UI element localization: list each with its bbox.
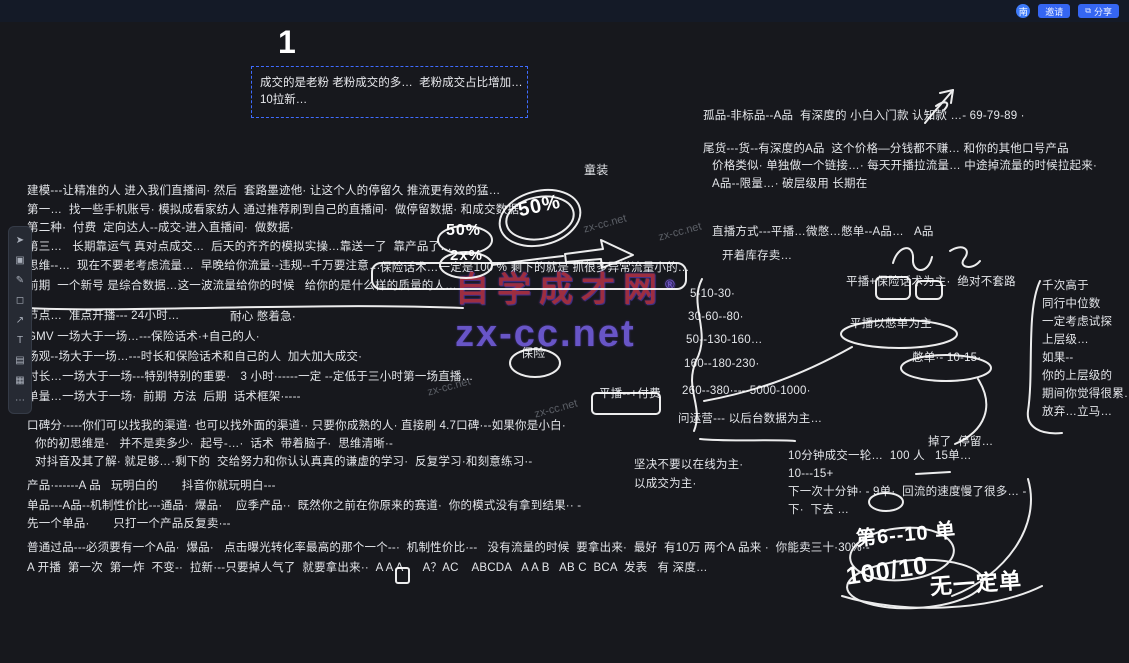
connector-tool[interactable]: ↗ xyxy=(15,314,25,326)
watermark-site: zx-cc.net xyxy=(455,313,636,355)
note-text[interactable]: 平播--+付费 xyxy=(599,388,661,400)
note-text[interactable]: 第二种· 付费 定向达人--成交-进入直播间· 做数据· xyxy=(27,222,294,234)
handwriting-text[interactable]: 50% xyxy=(446,222,482,239)
note-text[interactable]: A 开播 第一次 第一炸 不变-· 拉新·--只要掉人气了 就要拿出来·· A … xyxy=(27,562,708,574)
note-text[interactable]: 保险 xyxy=(521,346,546,360)
note-text[interactable]: 时长…一场大于一场---特别特别的重要· 3 小时·-----一定 --定低于三… xyxy=(27,371,474,383)
note-text[interactable]: 10分钟成交一轮… 100 人 15单… xyxy=(788,450,972,462)
note-text[interactable]: 千次高于 xyxy=(1042,280,1089,292)
site-watermark: 自学成才网® zx-cc.net xyxy=(455,262,675,356)
note-text[interactable]: 第一… 找一些手机账号· 模拟成看家纺人 通过推荐刷到自己的直播间· 做停留数据… xyxy=(27,204,524,216)
frame-tool[interactable]: ▣ xyxy=(15,254,25,266)
note-text[interactable]: 放弃…立马… xyxy=(1042,406,1113,418)
canvas[interactable]: 自学成才网® zx-cc.net 成交的是老粉 老粉成交的多… 老粉成交占比增加… xyxy=(0,22,1129,641)
note-text[interactable]: 场观--场大于一场…---时长和保险话术和自己的人 加大加大成交· xyxy=(27,351,363,363)
note-text[interactable]: 260--380·----5000-1000· xyxy=(682,385,811,397)
watermark-reg: ® xyxy=(665,276,675,292)
note-text[interactable]: 期间你觉得很累… xyxy=(1042,388,1129,400)
note-text[interactable]: 建模---让精准的人 进入我们直播间· 然后 套路墨迹他· 让这个人的停留久 推… xyxy=(27,185,501,197)
handwriting-text[interactable]: 无一定单 xyxy=(929,567,1023,600)
handwriting-text[interactable]: 第6--10 单 xyxy=(855,519,957,551)
note-text[interactable]: 50--130-160… xyxy=(686,334,763,346)
note-text[interactable]: 问运营--- 以后台数据为主… xyxy=(678,413,823,425)
share-icon: ⧉ xyxy=(1085,6,1091,15)
note-text[interactable]: 你的上层级的 xyxy=(1042,370,1113,382)
note-text[interactable]: 对抖音及其了解· 就足够…·剩下的 交给努力和你认认真真的谦虚的学习· 反复学习… xyxy=(35,456,533,468)
note-text[interactable]: 保险话术…一定是100 % 剩下的就是 抓很多异常流量小的… xyxy=(380,262,690,274)
small-watermark: zx-cc.net xyxy=(533,397,579,421)
small-watermark: zx-cc.net xyxy=(657,220,703,244)
selected-note-line: 10拉新… xyxy=(260,94,308,107)
note-text[interactable]: 孤品-非标品--A品 有深度的 小白入门款 认知款 …- 69-79-89 · xyxy=(703,110,1025,122)
share-button[interactable]: ⧉ 分享 xyxy=(1078,4,1119,18)
note-text[interactable]: 平播以憋单为主 xyxy=(850,318,932,330)
note-text[interactable]: 童装 xyxy=(584,163,609,177)
drawing-toolbar: ➤ ▣ ✎ ◻ ↗ T ▤ ▦ ⋯ xyxy=(8,226,32,414)
note-text[interactable]: 耐心 憋着急· xyxy=(230,311,296,323)
note-text[interactable]: 下一次十分钟· - 9单· 回流的速度慢了很多… - xyxy=(788,486,1027,498)
small-watermark: zx-cc.net xyxy=(582,212,628,236)
note-text[interactable]: 你的初思维是· 并不是卖多少· 起号-…· 话术 带着脑子· 思维清晰·- xyxy=(35,438,394,450)
note-text[interactable]: 上层级… xyxy=(1042,334,1089,346)
handwriting-text[interactable]: 100/10 xyxy=(844,551,930,591)
note-text[interactable]: 掉了 停留… xyxy=(928,436,994,448)
note-text[interactable]: 产品·------A 品 玩明白的 抖音你就玩明白--- xyxy=(27,480,276,492)
text-tool[interactable]: T xyxy=(16,334,24,346)
note-text[interactable]: 思维--… 现在不要老考虑流量… 早晚给你流量·-违规--千万要注意… xyxy=(27,260,381,272)
select-tool[interactable]: ➤ xyxy=(15,234,25,246)
selection-box[interactable]: 成交的是老粉 老粉成交的多… 老粉成交占比增加… 10拉新… xyxy=(251,66,528,118)
note-text[interactable]: 单量…一场大于一场· 前期 方法 后期 话术框架·---- xyxy=(27,391,301,403)
note-text[interactable]: 直播方式---平播…微憋…憋单--A品… A品 xyxy=(712,226,934,238)
shape-tool[interactable]: ◻ xyxy=(15,294,25,306)
share-label: 分享 xyxy=(1093,6,1112,17)
note-text[interactable]: 5-10-30· xyxy=(690,288,736,300)
invite-button[interactable]: 邀请 xyxy=(1038,4,1071,18)
note-text[interactable]: 10---15+ xyxy=(788,468,834,480)
note-text[interactable]: 平播+保险话术为主· 绝对不套路 xyxy=(846,276,1016,288)
handwriting-text[interactable]: 1 xyxy=(278,24,297,60)
note-text[interactable]: 口碑分·----你们可以找我的渠道· 也可以找外面的渠道·· 只要你成熟的人· … xyxy=(27,420,566,432)
invite-label: 邀请 xyxy=(1045,6,1064,17)
avatar[interactable]: 南 xyxy=(1016,4,1031,18)
watermark-title: 自学成才网 xyxy=(455,271,665,309)
note-text[interactable]: 坚决不要以在线为主· xyxy=(634,459,744,471)
more-tools[interactable]: ⋯ xyxy=(15,394,25,406)
note-text[interactable]: 第三… 长期靠运气 真对点成交… 后天的齐齐的模拟实操…靠送一了 靠产品了… xyxy=(27,241,452,253)
note-text[interactable]: 先一个单品· 只打一个产品反复卖·-- xyxy=(27,518,231,530)
note-text[interactable]: A品--限量…· 破层级用 长期在 xyxy=(712,178,868,190)
note-text[interactable]: 开着库存卖… xyxy=(722,250,793,262)
note-text[interactable]: 价格类似· 单独做一个链接…· 每天开播拉流量… 中途掉流量的时候拉起来· xyxy=(712,160,1097,172)
note-text[interactable]: 单品---A品--机制性价比---通品· 爆品· 应季产品·· 既然你之前在你原… xyxy=(27,500,582,512)
handwriting-text[interactable]: 50% xyxy=(516,190,563,222)
note-text[interactable]: 160--180-230· xyxy=(684,358,760,370)
note-text[interactable]: GMV 一场大于一场…---保险话术·+自己的人· xyxy=(27,331,260,343)
sticky-note-tool[interactable]: ▤ xyxy=(15,354,25,366)
note-text[interactable]: 如果-- xyxy=(1042,352,1074,364)
note-text[interactable]: 憋单·- 10-15· xyxy=(912,352,982,364)
top-bar: 南 邀请 ⧉ 分享 xyxy=(0,0,1129,22)
note-text[interactable]: 节点… 准点开播--- 24小时… xyxy=(27,310,180,322)
note-text[interactable]: 同行中位数 xyxy=(1042,298,1101,310)
note-text[interactable]: 尾货---货--有深度的A品 这个价格—分钱都不赚… 和你的其他口号产品 xyxy=(703,143,1069,155)
selected-note-line: 成交的是老粉 老粉成交的多… 老粉成交占比增加… xyxy=(260,77,523,89)
note-text[interactable]: 以成交为主· xyxy=(634,478,697,490)
note-text[interactable]: 前期 一个新号 是综合数据…这一波流量给你的时候 给你的是什么样的质量的人… xyxy=(27,280,457,292)
pen-tool[interactable]: ✎ xyxy=(15,274,25,286)
image-tool[interactable]: ▦ xyxy=(15,374,25,386)
handwriting-text[interactable]: 2x% xyxy=(450,247,484,264)
note-text[interactable]: 30-60--80· xyxy=(688,311,744,323)
note-text[interactable]: 下· 下去 … xyxy=(788,504,850,516)
note-text[interactable]: 普通过品---必须要有一个A品· 爆品· 点击曝光转化率最高的那个一个--· 机… xyxy=(27,542,870,554)
note-text[interactable]: 一定考虑试探 xyxy=(1042,316,1113,328)
